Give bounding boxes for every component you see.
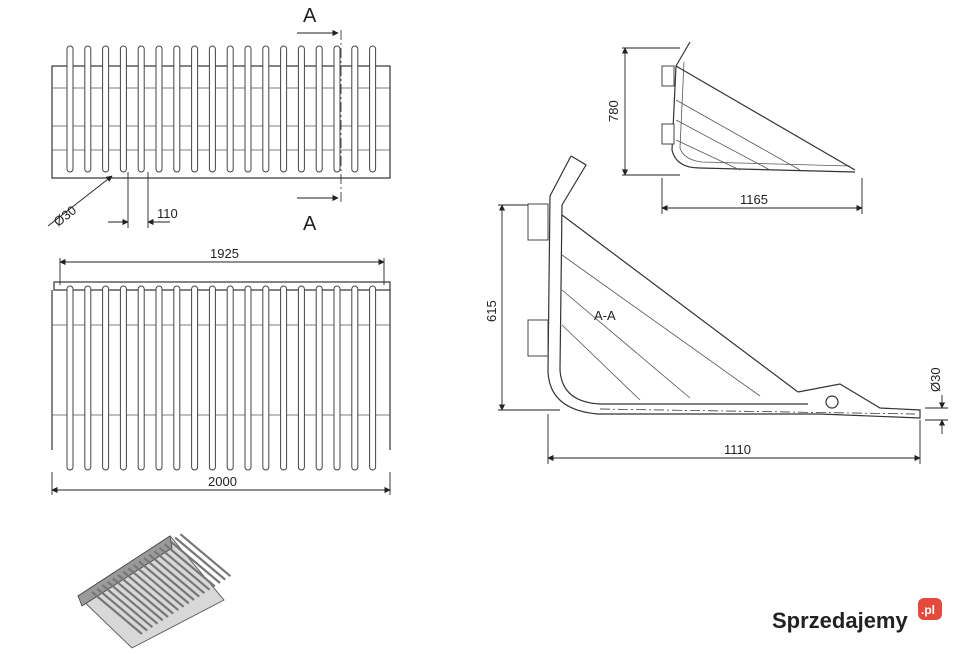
front-tine	[351, 285, 359, 471]
preview-tine	[158, 546, 211, 591]
preview-tine	[174, 536, 226, 581]
spacing-label: 110	[157, 206, 178, 221]
preview-tine	[148, 553, 200, 598]
preview-tine	[138, 560, 190, 605]
watermark: Sprzedajemy .pl	[772, 598, 942, 633]
front-tine	[137, 285, 145, 471]
top-tine	[262, 45, 270, 173]
preview-tine	[91, 591, 143, 635]
top-tine	[351, 45, 359, 173]
front-view-tines	[66, 285, 377, 471]
front-tine	[119, 285, 127, 471]
front-tine	[84, 285, 92, 471]
front-tine	[173, 285, 181, 471]
section-mark-top: A	[303, 5, 317, 27]
top-tine	[280, 45, 288, 173]
preview-tine	[164, 543, 216, 588]
front-view: 1925 2000	[51, 246, 391, 495]
side-view-section: 615 A-A Ø30 1110	[484, 155, 948, 464]
top-view: A A Ø30 110	[47, 5, 391, 235]
isometric-preview	[77, 533, 232, 649]
large-length-label: 1110	[724, 442, 751, 457]
preview-tine	[143, 557, 195, 601]
top-diameter-label: Ø30	[51, 202, 80, 229]
section-mark-bottom: A	[303, 213, 317, 235]
inner-width-label: 1925	[210, 246, 239, 261]
outer-width-label: 2000	[208, 474, 237, 489]
preview-tine	[96, 587, 148, 632]
front-tine	[262, 285, 270, 471]
front-tine	[244, 285, 252, 471]
top-view-tines	[66, 45, 377, 173]
preview-tine	[122, 570, 174, 615]
watermark-badge-icon	[918, 598, 942, 620]
preview-tine	[117, 574, 169, 618]
top-tine	[315, 45, 323, 173]
preview-tine	[132, 563, 185, 608]
top-tine	[208, 45, 216, 173]
preview-tine	[153, 550, 206, 595]
top-view-frame	[51, 65, 391, 179]
top-tine	[137, 45, 145, 173]
front-tine	[333, 285, 341, 471]
preview-tine	[179, 533, 232, 578]
side-view-small: 780 1165	[606, 41, 863, 214]
watermark-text: Sprzedajemy	[772, 608, 908, 633]
small-length-label: 1165	[740, 192, 768, 207]
preview-tine	[127, 567, 180, 612]
preview-tine	[101, 584, 154, 629]
top-tine	[369, 45, 377, 173]
preview-tine	[106, 580, 159, 625]
preview-tines	[91, 533, 232, 635]
large-diameter-label: Ø30	[928, 367, 943, 392]
watermark-badge-text: .pl	[921, 603, 935, 617]
section-label: A-A	[594, 308, 616, 323]
preview-tine	[169, 540, 221, 584]
top-tine	[155, 45, 163, 173]
top-tine	[333, 45, 341, 173]
top-tine	[244, 45, 252, 173]
top-tine	[226, 45, 234, 173]
top-tine	[66, 45, 74, 173]
large-height-label: 615	[484, 300, 499, 322]
front-tine	[208, 285, 216, 471]
front-tine	[297, 285, 305, 471]
front-tine	[226, 285, 234, 471]
top-tine	[84, 45, 92, 173]
top-tine	[102, 45, 110, 173]
front-top-bar	[53, 281, 391, 291]
front-tine	[102, 285, 110, 471]
small-height-label: 780	[606, 100, 621, 122]
top-tine	[297, 45, 305, 173]
top-tine	[191, 45, 199, 173]
front-tine	[66, 285, 74, 471]
front-tine	[155, 285, 163, 471]
front-tine	[315, 285, 323, 471]
front-tine	[280, 285, 288, 471]
preview-tine	[112, 577, 164, 622]
top-tine	[119, 45, 127, 173]
front-tine	[191, 285, 199, 471]
top-tine	[173, 45, 181, 173]
front-tine	[369, 285, 377, 471]
